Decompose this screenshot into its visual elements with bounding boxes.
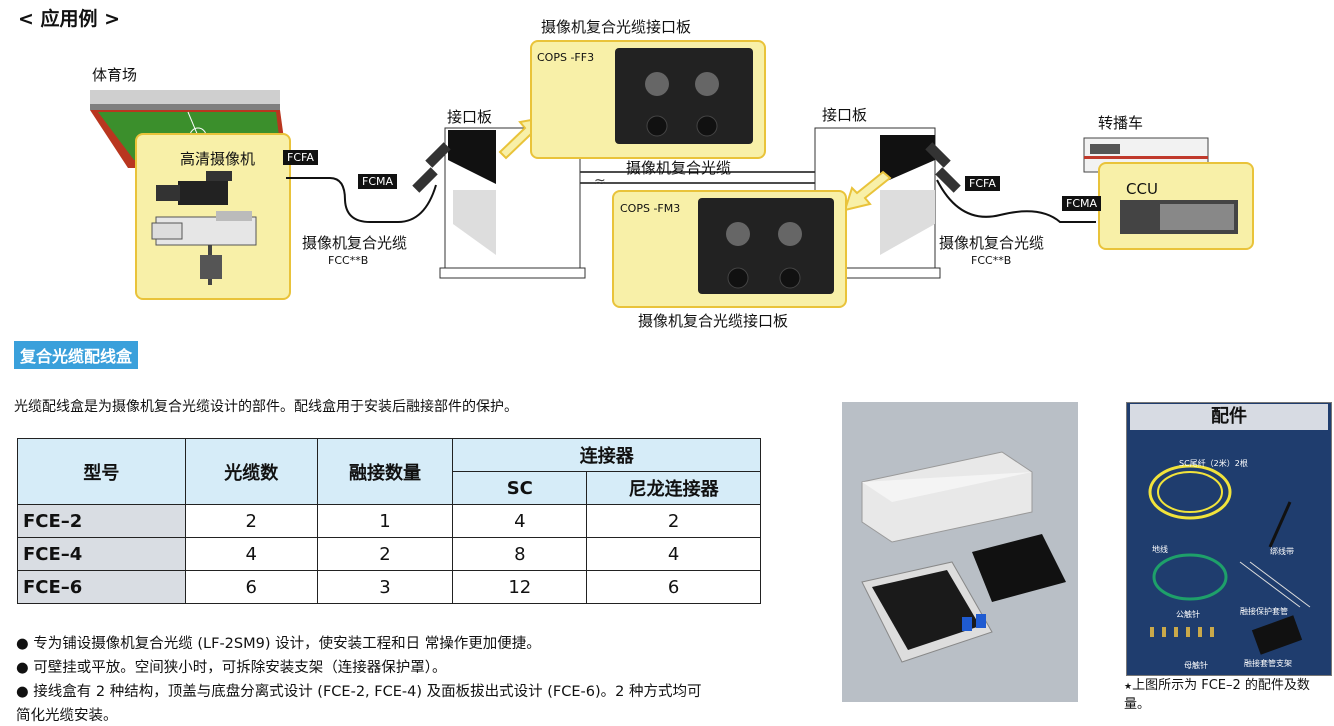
acc-label-male-pin: 公触针 [1176,610,1200,619]
panel-top-model: COPS -FF3 [537,51,595,64]
table-row: FCE–2 2 1 4 2 [17,504,761,538]
cable-right-model: FCC**B [971,254,1012,267]
cell-model: FCE–6 [17,570,186,604]
accessories-image [1148,464,1311,655]
hd-camera-image [151,171,257,285]
bullet-1: ● 专为铺设摄像机复合光缆 (LF-2SM9) 设计，使安装工程和日 常操作更加… [16,636,541,652]
stadium-label: 体育场 [92,66,138,84]
interface-left-label: 接口板 [447,108,493,126]
bullet-3-continued: 简化光缆安装。 [16,708,118,724]
cell-nylon: 4 [586,537,761,571]
panel-bottom-title: 摄像机复合光缆接口板 [638,312,789,330]
cell-splices: 1 [316,504,454,538]
header-model: 型号 [17,438,186,505]
cell-nylon: 2 [586,504,761,538]
cell-cables: 2 [184,504,318,538]
cell-cables: 4 [184,537,318,571]
panel-bottom-image [698,198,834,294]
acc-label-female-pin: 母触针 [1184,661,1208,670]
header-cables: 光缆数 [184,438,318,505]
bullet-2: ● 可壁挂或平放。空间狭小时，可拆除安装支架（连接器保护罩）。 [16,660,447,676]
section-intro: 光缆配线盒是为摄像机复合光缆设计的部件。配线盒用于安装后融接部件的保护。 [14,399,518,415]
cable-right-label: 摄像机复合光缆 [939,234,1045,252]
panel-top-title: 摄像机复合光缆接口板 [541,18,692,36]
product-photo [842,402,1078,702]
cell-nylon: 6 [586,570,761,604]
cell-model: FCE–2 [17,504,186,538]
fcma-tag-left: FCMA [358,174,398,189]
acc-label-ground: 地线 [1152,545,1168,554]
accessories-note-text: 上图所示为 FCE–2 的配件及数量。 [1124,678,1310,712]
header-connectors: 连接器 [452,438,761,472]
truck-label: 转播车 [1098,114,1144,132]
header-nylon: 尼龙连接器 [586,471,761,505]
cable-left-model: FCC**B [328,254,369,267]
ccu-image [1120,200,1238,234]
header-splices: 融接数量 [316,438,454,505]
cable-left-label: 摄像机复合光缆 [302,234,408,252]
acc-label-sleeve: 融接保护套管 [1240,607,1288,616]
accessories-note: ★上图所示为 FCE–2 的配件及数量。 [1124,677,1334,714]
cell-splices: 2 [316,537,454,571]
panel-bottom-model: COPS -FM3 [620,202,681,215]
acc-label-holder: 融接套管支架 [1244,659,1292,668]
ccu-label: CCU [1126,180,1158,198]
hd-camera-label: 高清摄像机 [180,150,256,168]
cell-model: FCE–4 [17,537,186,571]
table-row: FCE–6 6 3 12 6 [17,570,761,604]
cell-sc: 8 [452,537,588,571]
acc-label-pigtail: SC尾纤（2米）2根 [1179,459,1248,468]
acc-label-ties: 绑线带 [1270,547,1294,556]
cell-sc: 12 [452,570,588,604]
section-title: 复合光缆配线盒 [14,341,139,369]
cell-sc: 4 [452,504,588,538]
interface-right-label: 接口板 [822,106,868,124]
fcma-tag-right: FCMA [1062,196,1102,211]
svg-text:≈: ≈ [594,174,606,190]
table-row: FCE–4 4 2 8 4 [17,537,761,571]
cable-middle-label: 摄像机复合光缆 [626,159,732,177]
bullet-3: ● 接线盒有 2 种结构，顶盖与底盘分离式设计 (FCE-2, FCE-4) 及… [16,684,702,700]
application-heading: < 应用例 > [18,8,121,30]
fcfa-tag-right: FCFA [965,176,1000,191]
spec-table: 型号 光缆数 融接数量 连接器 SC 尼龙连接器 FCE–2 2 1 4 2 F… [17,438,761,604]
cell-cables: 6 [184,570,318,604]
header-sc: SC [452,471,588,505]
panel-top-image [615,48,753,144]
fcfa-tag-left: FCFA [283,150,318,165]
accessories-title: 配件 [1130,404,1328,430]
cell-splices: 3 [316,570,454,604]
star-icon: ★ [1124,682,1133,692]
